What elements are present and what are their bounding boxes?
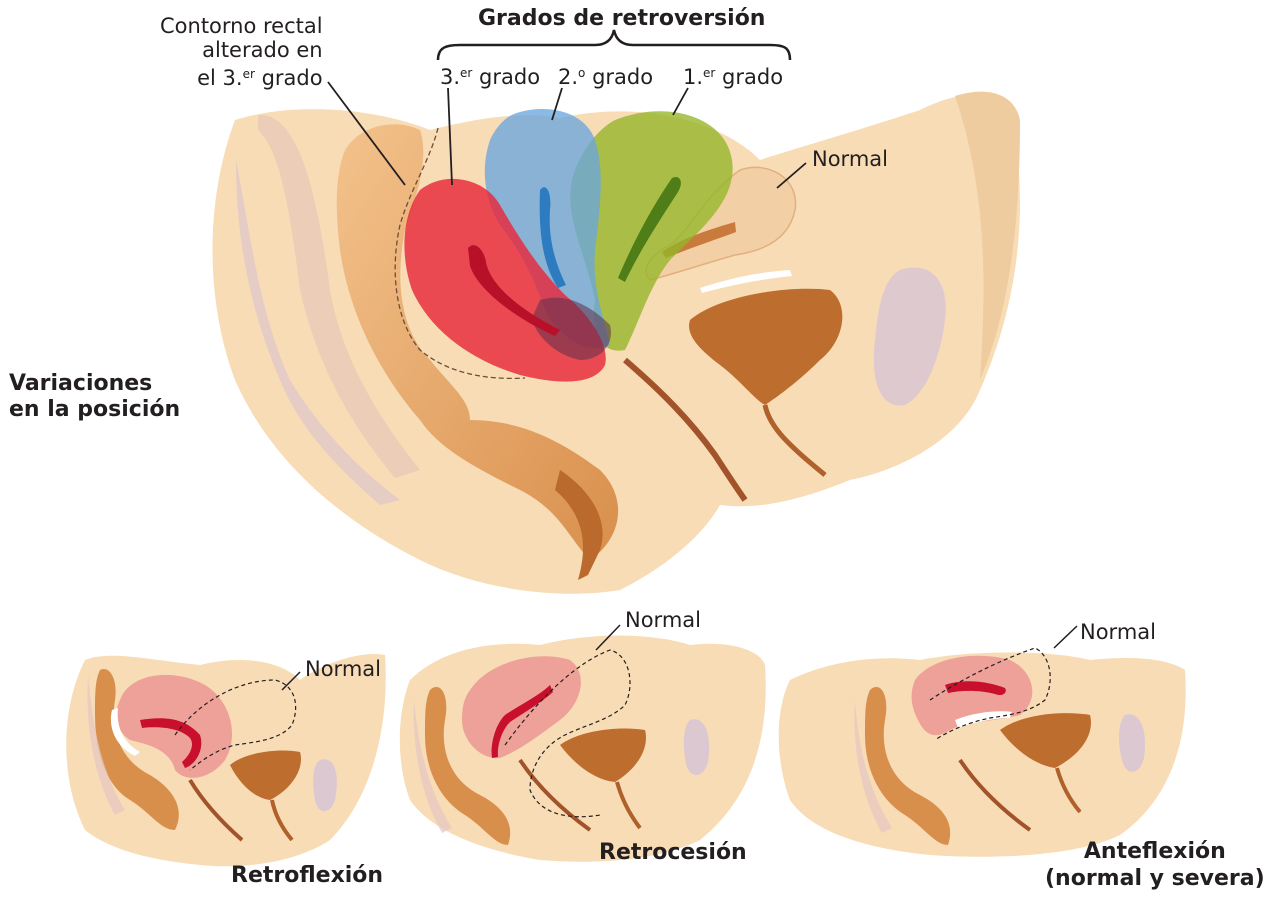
caption-anteflexion-line2: (normal y severa) (1045, 865, 1265, 892)
normal-label-panel2: Normal (625, 610, 701, 631)
degree-2-label: 2.o grado (558, 67, 653, 88)
leader-1st (673, 88, 688, 115)
caption-retrocesion: Retrocesión (599, 842, 747, 864)
side-label-line2: en la posición (9, 397, 180, 423)
degree-1-label: 1.er grado (683, 67, 783, 88)
panel-anteflexion (779, 626, 1186, 857)
panel-retrocesion (400, 625, 766, 862)
panel1-pubic (313, 759, 337, 811)
normal-label-main: Normal (812, 149, 888, 170)
side-label: Variaciones en la posición (9, 371, 180, 423)
grades-brace (438, 30, 790, 60)
main-pelvis-section (213, 30, 1021, 594)
main-heading: Grados de retroversión (478, 8, 765, 30)
panel-retroflexion (66, 654, 386, 866)
caption-retroflexion: Retroflexión (231, 865, 383, 887)
rectal-note-line2: alterado en (160, 38, 323, 62)
caption-anteflexion-line1: Anteflexión (1045, 838, 1265, 865)
caption-anteflexion: Anteflexión (normal y severa) (1045, 838, 1265, 892)
normal-label-panel1: Normal (305, 659, 381, 680)
normal-label-panel3: Normal (1080, 622, 1156, 643)
rectal-note-line3: el 3.er grado (160, 62, 323, 90)
rectal-contour-note: Contorno rectal alterado en el 3.er grad… (160, 14, 323, 90)
panel3-normal-leader (1054, 626, 1077, 648)
rectal-note-line1: Contorno rectal (160, 14, 323, 38)
degree-3-label: 3.er grado (440, 67, 540, 88)
side-label-line1: Variaciones (9, 371, 180, 397)
panel2-pubic (684, 719, 709, 775)
